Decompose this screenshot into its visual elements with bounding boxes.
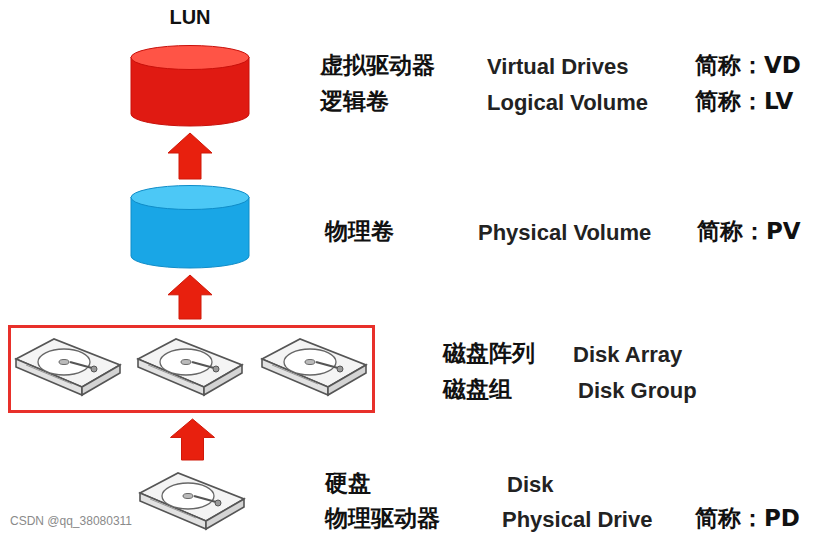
node-label: Disk Group [578, 378, 697, 403]
node-label: 磁盘组 [443, 376, 512, 402]
node-label: Physical Volume [478, 220, 651, 245]
node-label: 简称：PD [695, 505, 800, 531]
node-label: 磁盘阵列 [443, 340, 535, 366]
cylinder-shape [130, 185, 250, 269]
node-label: 硬盘 [325, 470, 371, 496]
disk-icon [262, 339, 366, 395]
block-arrow [168, 133, 212, 179]
node-label: 简称：LV [695, 88, 793, 114]
node-label: 物理卷 [325, 218, 394, 244]
lun-cylinder: LUN虚拟驱动器Virtual Drives简称：VD逻辑卷Logical Vo… [130, 45, 250, 127]
disk-icon [140, 473, 244, 529]
cylinder-shape [130, 45, 250, 127]
node-label: 简称：VD [695, 52, 801, 78]
block-arrow [171, 419, 215, 460]
node-label: Disk Array [573, 342, 682, 367]
node-heading: LUN [169, 6, 210, 29]
disk-group-box: 磁盘阵列Disk Array磁盘组Disk Group [8, 325, 375, 413]
node-label: Virtual Drives [487, 54, 628, 79]
node-label: Disk [507, 472, 553, 497]
node-label: 物理驱动器 [325, 505, 440, 531]
node-label: 简称：PV [697, 218, 801, 244]
disk-icon [138, 339, 242, 395]
node-label: 逻辑卷 [320, 88, 389, 114]
node-label: Logical Volume [487, 90, 648, 115]
disk-icon [16, 339, 120, 395]
physical-volume-cylinder: 物理卷Physical Volume简称：PV [130, 185, 250, 269]
physical-drive: 硬盘Disk物理驱动器Physical Drive简称：PD [135, 466, 250, 532]
node-label: 虚拟驱动器 [320, 52, 435, 78]
block-arrow [168, 275, 212, 319]
node-label: Physical Drive [502, 507, 652, 532]
watermark: CSDN @qq_38080311 [10, 514, 132, 528]
